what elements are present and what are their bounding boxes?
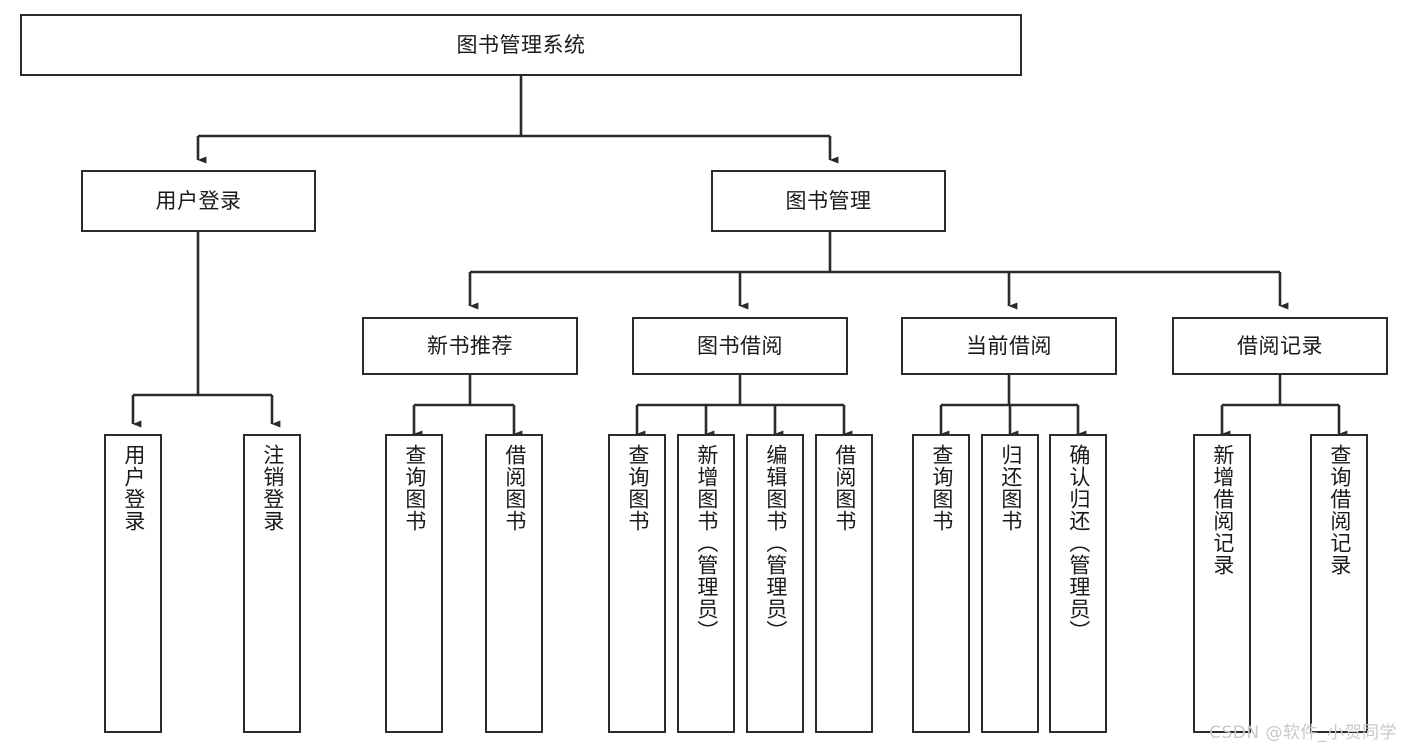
leaf-current-borrow-query-label: 查询图书 bbox=[929, 444, 954, 532]
leaf-user-login-login-label: 用户登录 bbox=[121, 444, 146, 532]
node-current-borrow-label: 当前借阅 bbox=[966, 333, 1052, 358]
leaf-current-borrow-query[interactable]: 查询图书 bbox=[912, 434, 970, 733]
node-borrow-record-label: 借阅记录 bbox=[1237, 333, 1323, 358]
leaf-user-login-login[interactable]: 用户登录 bbox=[104, 434, 162, 733]
leaf-book-borrow-borrow-label: 借阅图书 bbox=[832, 444, 857, 532]
leaf-new-book-query-label: 查询图书 bbox=[402, 444, 427, 532]
leaf-new-book-borrow-label: 借阅图书 bbox=[502, 444, 527, 532]
leaf-current-borrow-confirm[interactable]: 确认归还（管理员） bbox=[1049, 434, 1107, 733]
leaf-user-login-logout[interactable]: 注销登录 bbox=[243, 434, 301, 733]
leaf-borrow-record-add-label: 新增借阅记录 bbox=[1210, 444, 1235, 576]
node-book-management[interactable]: 图书管理 bbox=[711, 170, 946, 232]
leaf-borrow-record-query-label: 查询借阅记录 bbox=[1327, 444, 1352, 576]
node-user-login-label: 用户登录 bbox=[155, 188, 242, 213]
leaf-book-borrow-query[interactable]: 查询图书 bbox=[608, 434, 666, 733]
leaf-current-borrow-confirm-label: 确认归还（管理员） bbox=[1066, 444, 1091, 642]
leaf-book-borrow-borrow[interactable]: 借阅图书 bbox=[815, 434, 873, 733]
node-root[interactable]: 图书管理系统 bbox=[20, 14, 1022, 76]
node-borrow-record[interactable]: 借阅记录 bbox=[1172, 317, 1388, 375]
leaf-book-borrow-query-label: 查询图书 bbox=[625, 444, 650, 532]
leaf-current-borrow-return-label: 归还图书 bbox=[998, 444, 1023, 532]
leaf-current-borrow-return[interactable]: 归还图书 bbox=[981, 434, 1039, 733]
leaf-new-book-borrow[interactable]: 借阅图书 bbox=[485, 434, 543, 733]
node-new-book-recommend[interactable]: 新书推荐 bbox=[362, 317, 578, 375]
leaf-book-borrow-add[interactable]: 新增图书（管理员） bbox=[677, 434, 735, 733]
leaf-new-book-query[interactable]: 查询图书 bbox=[385, 434, 443, 733]
node-root-label: 图书管理系统 bbox=[456, 32, 586, 57]
node-new-book-recommend-label: 新书推荐 bbox=[427, 333, 513, 358]
node-user-login[interactable]: 用户登录 bbox=[81, 170, 316, 232]
leaf-borrow-record-query[interactable]: 查询借阅记录 bbox=[1310, 434, 1368, 733]
leaf-book-borrow-edit[interactable]: 编辑图书（管理员） bbox=[746, 434, 804, 733]
node-book-borrow-label: 图书借阅 bbox=[697, 333, 783, 358]
leaf-book-borrow-add-label: 新增图书（管理员） bbox=[694, 444, 719, 642]
leaf-user-login-logout-label: 注销登录 bbox=[260, 444, 285, 532]
node-book-borrow[interactable]: 图书借阅 bbox=[632, 317, 848, 375]
node-current-borrow[interactable]: 当前借阅 bbox=[901, 317, 1117, 375]
leaf-borrow-record-add[interactable]: 新增借阅记录 bbox=[1193, 434, 1251, 733]
leaf-book-borrow-edit-label: 编辑图书（管理员） bbox=[763, 444, 788, 642]
node-book-management-label: 图书管理 bbox=[785, 188, 872, 213]
